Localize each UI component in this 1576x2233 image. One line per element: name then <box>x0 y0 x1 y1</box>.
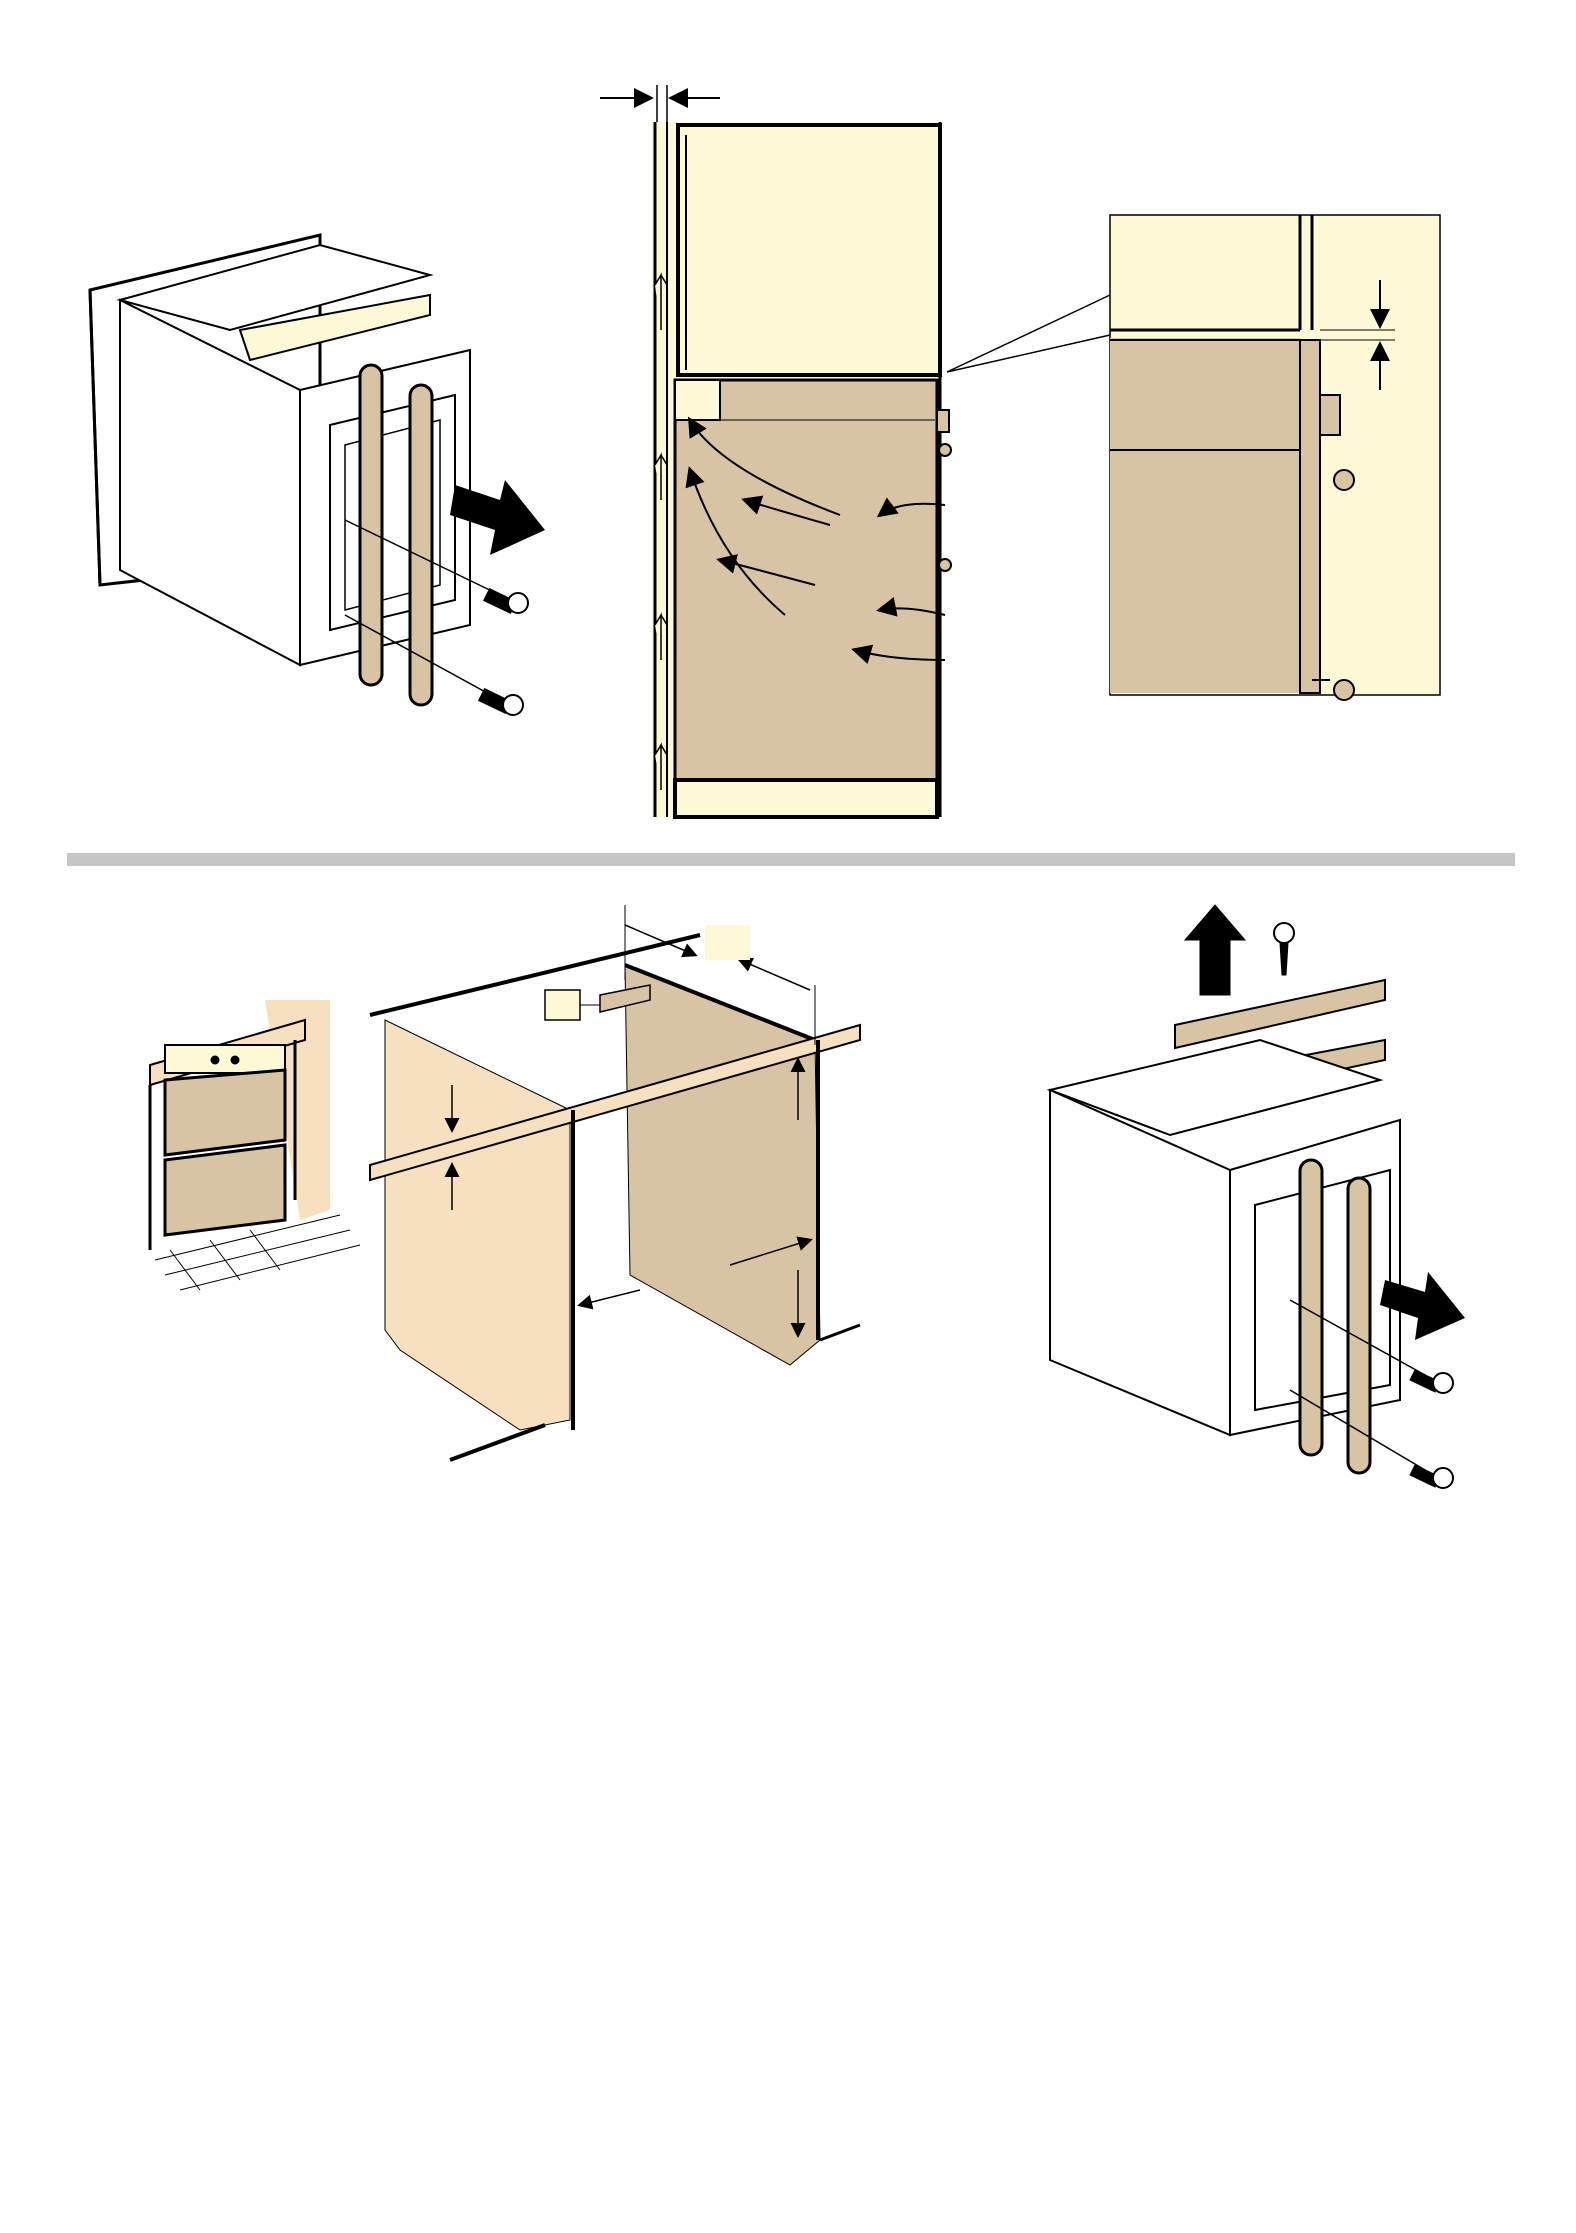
cabinet-airflow-figure <box>600 85 1110 817</box>
oven-side-rails-figure <box>90 235 545 715</box>
door-gap-detail-figure <box>1110 215 1440 700</box>
upper-cabinet-door <box>678 125 940 375</box>
oven-front <box>675 380 937 780</box>
side-rail-left <box>360 365 382 685</box>
screw-icon <box>1274 923 1294 975</box>
installed-double-oven-figure <box>150 1000 360 1290</box>
trim-removal-figure <box>1050 905 1465 1488</box>
lift-up-arrow-icon <box>1185 905 1245 995</box>
screw-icon <box>485 590 528 613</box>
screw-icon <box>1410 1370 1453 1393</box>
side-rail-right <box>1348 1178 1370 1473</box>
screw-icon <box>480 690 523 715</box>
cabinet-opening-figure <box>370 905 860 1460</box>
screw-icon <box>1410 1465 1453 1488</box>
section-divider <box>67 853 1515 866</box>
